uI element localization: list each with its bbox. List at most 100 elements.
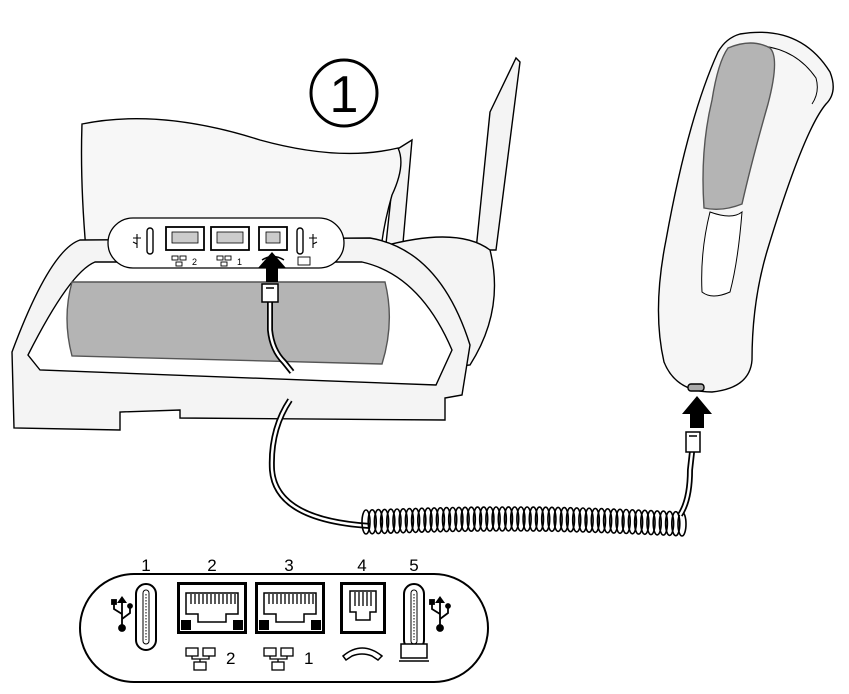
- coil-loop: [367, 508, 378, 535]
- handset-icon: [341, 647, 384, 662]
- phone-lan-icon-2: [171, 255, 187, 267]
- step-number: 1: [330, 66, 359, 124]
- coil-loop: [485, 506, 495, 532]
- coil-loop: [454, 506, 464, 533]
- cable-plug-base: [261, 283, 279, 303]
- phone-usb-icon-1: [132, 234, 141, 248]
- coil-loop: [664, 510, 675, 537]
- coil-loop: [491, 506, 501, 532]
- step-marker: 1: [309, 58, 379, 128]
- coil-loop: [559, 506, 570, 533]
- coil-loop: [503, 506, 514, 532]
- coil-loop: [385, 508, 396, 535]
- coil-loop: [571, 507, 582, 533]
- coil-loop: [652, 510, 663, 536]
- coil-loop: [590, 507, 601, 534]
- coil-loop: [460, 506, 470, 533]
- phone-usb-icon-5: [309, 234, 318, 248]
- plug-arrow-base: [258, 252, 286, 282]
- coil-loop: [584, 507, 594, 534]
- phone-handset-port-jack: [265, 231, 281, 244]
- coil-loop: [615, 508, 625, 535]
- phone-grey-panel: [66, 281, 391, 365]
- coiled-cord: [361, 506, 687, 537]
- coil-loop: [435, 506, 446, 533]
- coil-loop: [497, 506, 508, 532]
- coil-loop: [423, 507, 433, 533]
- lan-label-1: 1: [304, 649, 313, 668]
- port-detail-panel: 1 2 3 4 5: [79, 556, 489, 683]
- coil-loop: [633, 509, 644, 535]
- coil-loop: [578, 507, 588, 533]
- coil-loop: [646, 509, 656, 536]
- coil-loop: [534, 506, 545, 532]
- coil-loop: [466, 506, 477, 533]
- port-number-5: 5: [409, 556, 418, 575]
- plug-arrow-handset: [682, 396, 712, 428]
- coil-loop: [478, 506, 489, 532]
- coil-loop: [596, 507, 607, 534]
- phone-lan-port-2-jack: [171, 231, 199, 244]
- phone-usb-slot-1: [146, 227, 154, 255]
- phone-lan-icon-1: [216, 255, 232, 267]
- phone-display-icon: [297, 256, 311, 266]
- lan-icon: [185, 647, 216, 671]
- coil-loop: [392, 508, 402, 534]
- coil-loop: [608, 508, 619, 534]
- usb-port-1-slot: [142, 589, 150, 645]
- coil-loop: [447, 506, 458, 533]
- phone-usb-slot-5: [296, 227, 304, 255]
- coil-loop: [565, 506, 576, 533]
- coil-loop: [361, 509, 371, 535]
- coil-loop: [416, 507, 427, 534]
- coil-loop: [472, 506, 483, 532]
- phone-stand: [475, 56, 521, 251]
- coil-loop: [658, 510, 669, 536]
- coil-loop: [410, 507, 421, 534]
- coil-loop: [540, 506, 551, 533]
- coil-loop: [639, 509, 650, 536]
- coil-loop: [373, 508, 384, 535]
- port-number-1: 1: [141, 556, 150, 575]
- handset-grip: [701, 210, 743, 297]
- coil-loop: [621, 508, 632, 535]
- coil-loop: [553, 506, 563, 533]
- coil-loop: [602, 507, 613, 534]
- lan-port-2: [177, 582, 247, 634]
- cable-plug-handset: [685, 431, 701, 453]
- lan-label-2: 2: [226, 649, 235, 668]
- coil-loop: [429, 507, 440, 533]
- coil-loop: [547, 506, 557, 533]
- usb-icon: [111, 596, 133, 632]
- coil-loop: [670, 510, 681, 537]
- coil-loop: [509, 506, 520, 532]
- phone-lan-label-1: 1: [237, 257, 242, 267]
- coil-loop: [404, 507, 415, 534]
- step-circle: [309, 58, 379, 128]
- coil-loop: [627, 508, 638, 535]
- phone-base: 2 1: [11, 56, 521, 431]
- display-icon: [399, 643, 429, 662]
- port-number-4: 4: [357, 556, 366, 575]
- usb-icon: [429, 596, 451, 632]
- port-number-3: 3: [284, 556, 293, 575]
- lan-icon: [263, 647, 294, 671]
- cable-base-end: [261, 283, 295, 374]
- handset-body: [657, 31, 834, 393]
- coil-loop: [398, 507, 409, 534]
- lan-port-1: [255, 582, 325, 634]
- handset-jack: [687, 383, 705, 392]
- coil-loop: [379, 508, 390, 535]
- coil-loop: [441, 506, 452, 533]
- coil-loop: [528, 506, 539, 532]
- handset-port: [340, 582, 386, 634]
- coil-loop: [516, 506, 526, 532]
- port-number-2: 2: [207, 556, 216, 575]
- phone-lan-label-2: 2: [192, 257, 197, 267]
- coil-loop: [522, 506, 532, 532]
- handset: [657, 31, 834, 393]
- phone-lan-port-1-jack: [216, 231, 244, 244]
- handset-grey-band: [702, 42, 776, 211]
